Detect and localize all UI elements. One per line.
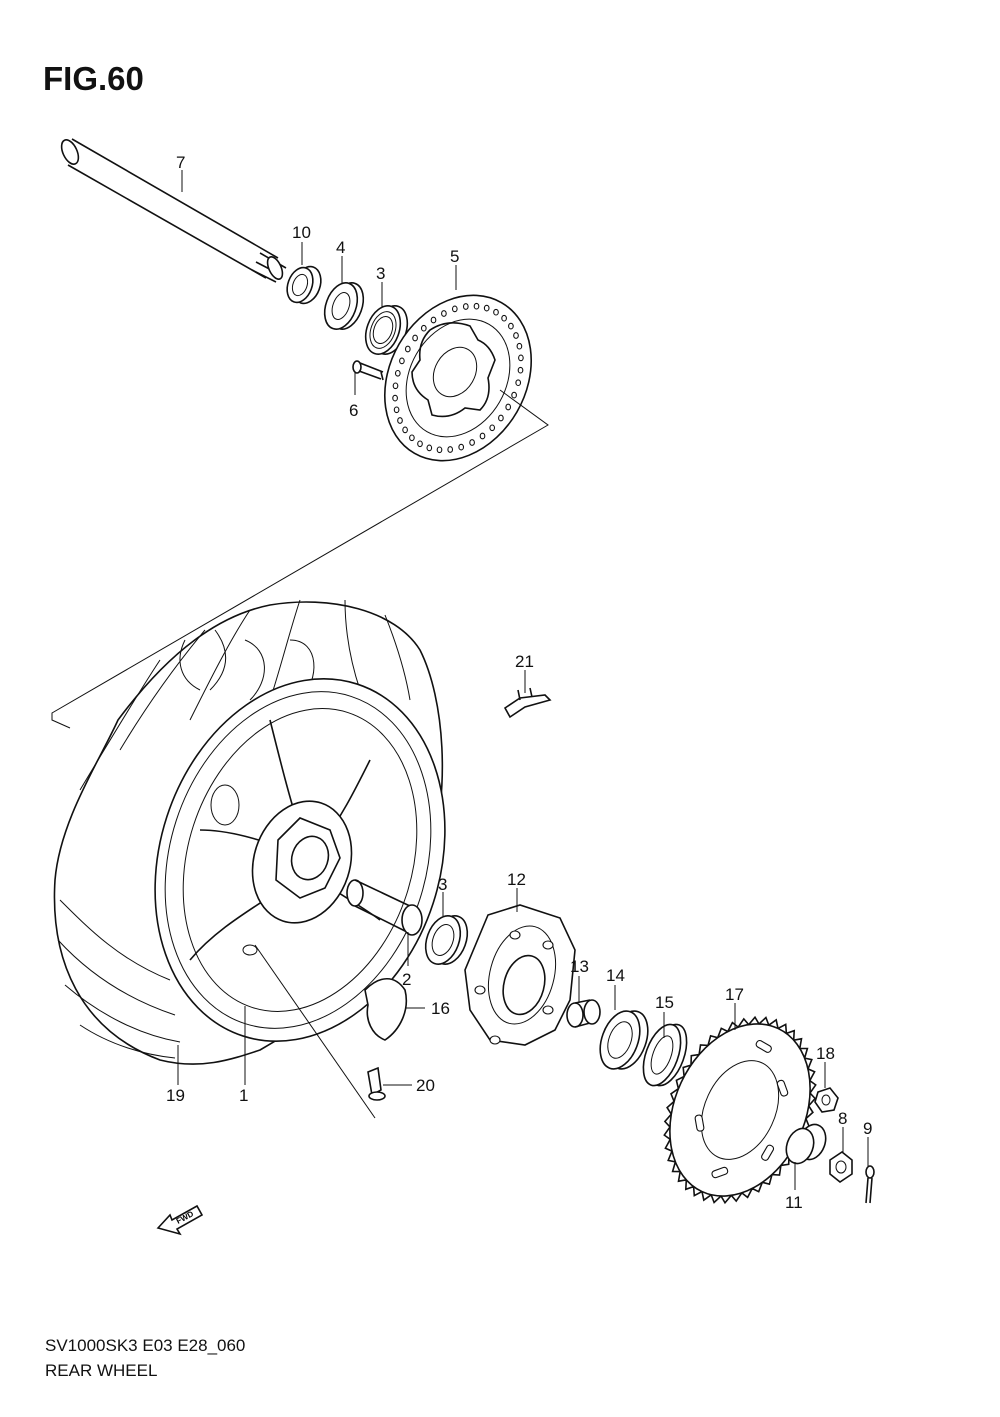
tire-valve-part[interactable]	[367, 1066, 386, 1101]
disc-hole	[417, 440, 423, 448]
callout-9: 9	[863, 1119, 872, 1138]
disc-hole	[469, 439, 475, 446]
balancer-weight-part[interactable]	[503, 687, 552, 719]
disc-hole	[458, 443, 465, 451]
disc-hole	[515, 379, 522, 387]
disc-hole	[516, 342, 523, 350]
disc-hole	[462, 303, 469, 310]
rear-sprocket-part[interactable]	[643, 1001, 837, 1219]
disc-hole	[501, 314, 507, 322]
disc-hole	[392, 382, 399, 390]
figure-title: FIG.60	[43, 60, 144, 97]
disc-hole	[441, 310, 447, 317]
disc-hole	[517, 366, 524, 374]
forward-direction-arrow: FWD	[156, 1204, 204, 1236]
callout-4: 4	[336, 238, 345, 257]
disc-hole	[392, 394, 398, 402]
disc-hole	[393, 406, 400, 414]
disc-hole	[394, 369, 401, 377]
callout-16: 16	[431, 999, 450, 1018]
callout-1: 1	[239, 1086, 248, 1105]
disc-hole	[397, 417, 403, 424]
disc-hole	[489, 424, 496, 432]
disc-hole	[399, 357, 405, 365]
callout-5: 5	[450, 247, 459, 266]
axle-nut-part[interactable]	[829, 1151, 853, 1183]
callout-18: 18	[816, 1044, 835, 1063]
callout-2: 2	[402, 970, 411, 989]
disc-hole	[436, 446, 443, 454]
callout-11: 11	[785, 1193, 803, 1212]
callout-20: 20	[416, 1076, 435, 1095]
rear-axle-part[interactable]	[58, 137, 287, 283]
axle-spacer-part[interactable]	[782, 1121, 831, 1168]
callout-12: 12	[507, 870, 526, 889]
diagram-footer: SV1000SK3 E03 E28_060 REAR WHEEL	[45, 1333, 245, 1383]
disc-hole	[518, 354, 524, 362]
disc-hole	[473, 302, 480, 310]
callout-13: 13	[570, 957, 589, 976]
disc-hole	[404, 345, 411, 353]
disc-bolt-part[interactable]	[352, 360, 384, 381]
sprocket-spacer-part[interactable]	[566, 999, 601, 1028]
disc-hole	[505, 403, 512, 411]
callout-19: 19	[166, 1086, 185, 1105]
disc-hole	[447, 446, 454, 453]
disc-hole	[479, 432, 486, 440]
callout-3-lower: 3	[438, 875, 447, 894]
disc-hole	[451, 305, 458, 313]
disc-hole	[493, 308, 499, 316]
disc-hole	[420, 324, 427, 332]
callout-6: 6	[349, 401, 358, 420]
cotter-pin-part[interactable]	[865, 1165, 875, 1204]
disc-hole	[508, 322, 514, 330]
bearing-lower-part[interactable]	[419, 911, 473, 969]
disc-hole	[430, 316, 437, 324]
sprocket-oil-seal-part[interactable]	[636, 1019, 694, 1090]
section-name: REAR WHEEL	[45, 1361, 158, 1380]
disc-hole	[409, 434, 415, 442]
callout-7: 7	[176, 153, 185, 172]
collar-spacer-part[interactable]	[283, 263, 326, 308]
sprocket-bearing-part[interactable]	[593, 1006, 655, 1075]
callout-17: 17	[725, 985, 744, 1004]
brake-disc-part[interactable]	[356, 269, 561, 488]
wheel-damper-part[interactable]	[364, 977, 407, 1041]
disc-hole	[498, 414, 504, 422]
disc-hole	[426, 444, 433, 452]
disc-hole	[483, 304, 490, 312]
rear-wheel-part[interactable]	[110, 641, 491, 1079]
wheel-spacer-part[interactable]	[346, 879, 423, 936]
callout-21: 21	[515, 652, 534, 671]
model-code: SV1000SK3 E03 E28_060	[45, 1336, 246, 1355]
callout-14: 14	[606, 966, 625, 985]
callout-10: 10	[292, 223, 311, 242]
disc-hole	[513, 332, 519, 339]
sprocket-mounting-drum-part[interactable]	[464, 904, 576, 1046]
callout-15: 15	[655, 993, 674, 1012]
disc-hole	[402, 426, 408, 434]
disc-hole	[412, 334, 418, 342]
oil-seal-part[interactable]	[319, 278, 370, 333]
callout-3-upper: 3	[376, 264, 385, 283]
sprocket-nut-part[interactable]	[814, 1087, 839, 1113]
disc-hole	[511, 391, 517, 399]
callout-8: 8	[838, 1109, 847, 1128]
